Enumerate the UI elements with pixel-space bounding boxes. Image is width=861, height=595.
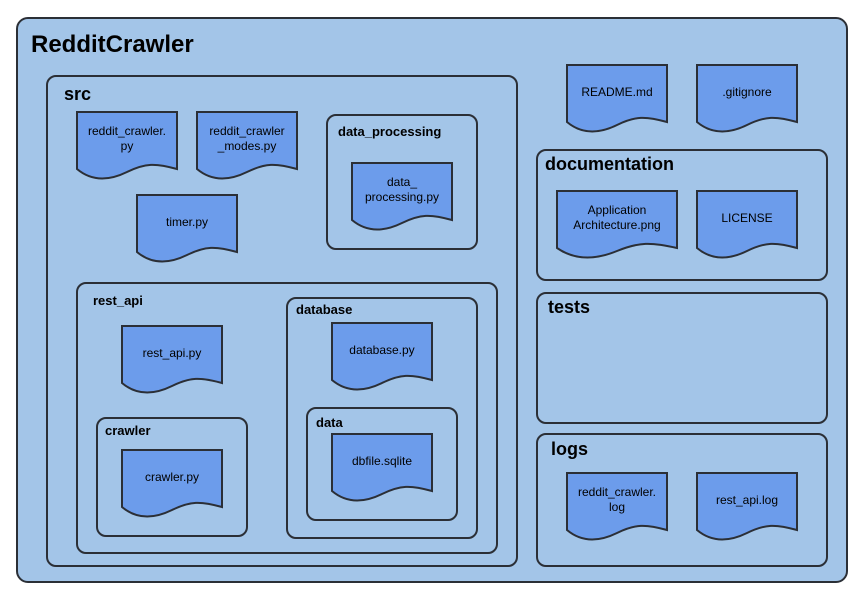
database-folder-title: database xyxy=(296,302,353,317)
document-outline xyxy=(696,190,798,259)
tests-folder xyxy=(536,292,828,424)
logs-folder-title: logs xyxy=(551,439,589,459)
file-readme: README.md xyxy=(566,64,668,134)
file-reddit-crawler: reddit_crawler. py xyxy=(76,111,178,181)
src-folder-title: src xyxy=(64,84,92,104)
documentation-folder-title: documentation xyxy=(545,154,674,174)
file-crawler: crawler.py xyxy=(121,449,223,519)
file-label: reddit_crawler _modes.py xyxy=(209,124,285,153)
document-outline xyxy=(76,111,178,180)
crawler-folder-title: crawler xyxy=(105,423,151,438)
file-timer: timer.py xyxy=(136,194,238,264)
file-label: crawler.py xyxy=(144,469,200,484)
file-data-processing: data_ processing.py xyxy=(351,162,453,232)
document-shape xyxy=(136,194,238,263)
document-shape xyxy=(331,433,433,502)
file-gitignore: .gitignore xyxy=(696,64,798,134)
file-application-architecture: Application Architecture.png xyxy=(556,190,678,260)
document-outline xyxy=(331,322,433,391)
document-outline xyxy=(351,162,453,231)
file-label: LICENSE xyxy=(721,210,773,225)
document-outline xyxy=(696,472,798,541)
file-database: database.py xyxy=(331,322,433,392)
data-folder-title: data xyxy=(316,415,343,430)
document-shape xyxy=(351,162,453,231)
root-folder-title: RedditCrawler xyxy=(31,31,194,58)
document-shape xyxy=(121,449,223,518)
document-outline xyxy=(121,449,223,518)
file-label: reddit_crawler. py xyxy=(87,124,167,153)
file-label: .gitignore xyxy=(722,84,772,99)
file-label: timer.py xyxy=(165,214,208,229)
document-shape xyxy=(331,322,433,391)
document-outline xyxy=(696,64,798,133)
document-shape xyxy=(696,190,798,259)
file-rest-api: rest_api.py xyxy=(121,325,223,395)
document-outline xyxy=(136,194,238,263)
file-reddit-crawler-log: reddit_crawler. log xyxy=(566,472,668,542)
document-shape xyxy=(76,111,178,180)
document-outline xyxy=(566,64,668,133)
document-shape xyxy=(196,111,298,180)
rest-api-folder-title: rest_api xyxy=(93,293,143,308)
document-outline xyxy=(196,111,298,180)
document-outline xyxy=(331,433,433,502)
file-label: database.py xyxy=(349,342,415,357)
document-outline xyxy=(566,472,668,541)
document-shape xyxy=(556,190,678,259)
document-shape xyxy=(566,472,668,541)
file-dbfile-sqlite: dbfile.sqlite xyxy=(331,433,433,503)
document-outline xyxy=(556,190,678,259)
data-processing-folder-title: data_processing xyxy=(338,124,442,139)
file-license: LICENSE xyxy=(696,190,798,260)
file-reddit-crawler-modes: reddit_crawler _modes.py xyxy=(196,111,298,181)
file-label: reddit_crawler. log xyxy=(577,485,657,514)
document-shape xyxy=(696,472,798,541)
file-label: dbfile.sqlite xyxy=(351,453,413,468)
file-label: README.md xyxy=(581,84,653,99)
file-label: rest_api.py xyxy=(142,345,202,360)
document-shape xyxy=(121,325,223,394)
file-label: rest_api.log xyxy=(715,492,779,507)
file-label: data_ processing.py xyxy=(364,175,440,204)
document-shape xyxy=(566,64,668,133)
file-label: Application Architecture.png xyxy=(573,203,661,232)
document-shape xyxy=(696,64,798,133)
tests-folder-title: tests xyxy=(548,297,591,317)
document-outline xyxy=(121,325,223,394)
file-rest-api-log: rest_api.log xyxy=(696,472,798,542)
